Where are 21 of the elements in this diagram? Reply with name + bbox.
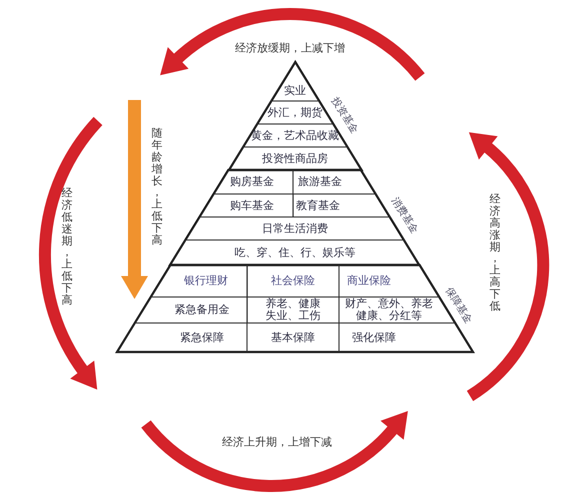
pyramid-tier: 购房基金 [214,170,293,194]
pyramid-tier: 实业 [271,62,319,101]
pyramid-tier: 投资性商品房 [228,147,362,170]
pyramid-tier: 教育基金 [292,194,390,217]
pyramid-tier: 紧急备用金 [134,297,247,323]
arrow-label: 随年龄增长，上低下高 [152,128,162,246]
phase-label: 经济上升期，上增下减 [222,436,332,448]
phase-label: 经济低迷期，上低下高 [62,188,72,306]
pyramid-tier: 黄金，艺术品收藏 [242,124,348,147]
phase-label: 经济高涨期，上高下低 [490,194,500,312]
pyramid-tier: 强化保障 [339,323,473,352]
pyramid-tier: 旅游基金 [292,170,376,194]
pyramid-tier: 商业保险 [339,265,440,297]
pyramid-section [228,62,362,170]
pyramid-tier: 吃、穿、住、行、娱乐等 [170,240,420,265]
pyramid-tier: 紧急保障 [117,323,247,352]
pyramid-tier: 社会保险 [247,265,339,297]
pyramid-tier: 银行理财 [150,265,247,297]
pyramid-tier: 购车基金 [200,194,293,217]
pyramid-section [117,265,476,352]
pyramid-section [170,170,422,265]
